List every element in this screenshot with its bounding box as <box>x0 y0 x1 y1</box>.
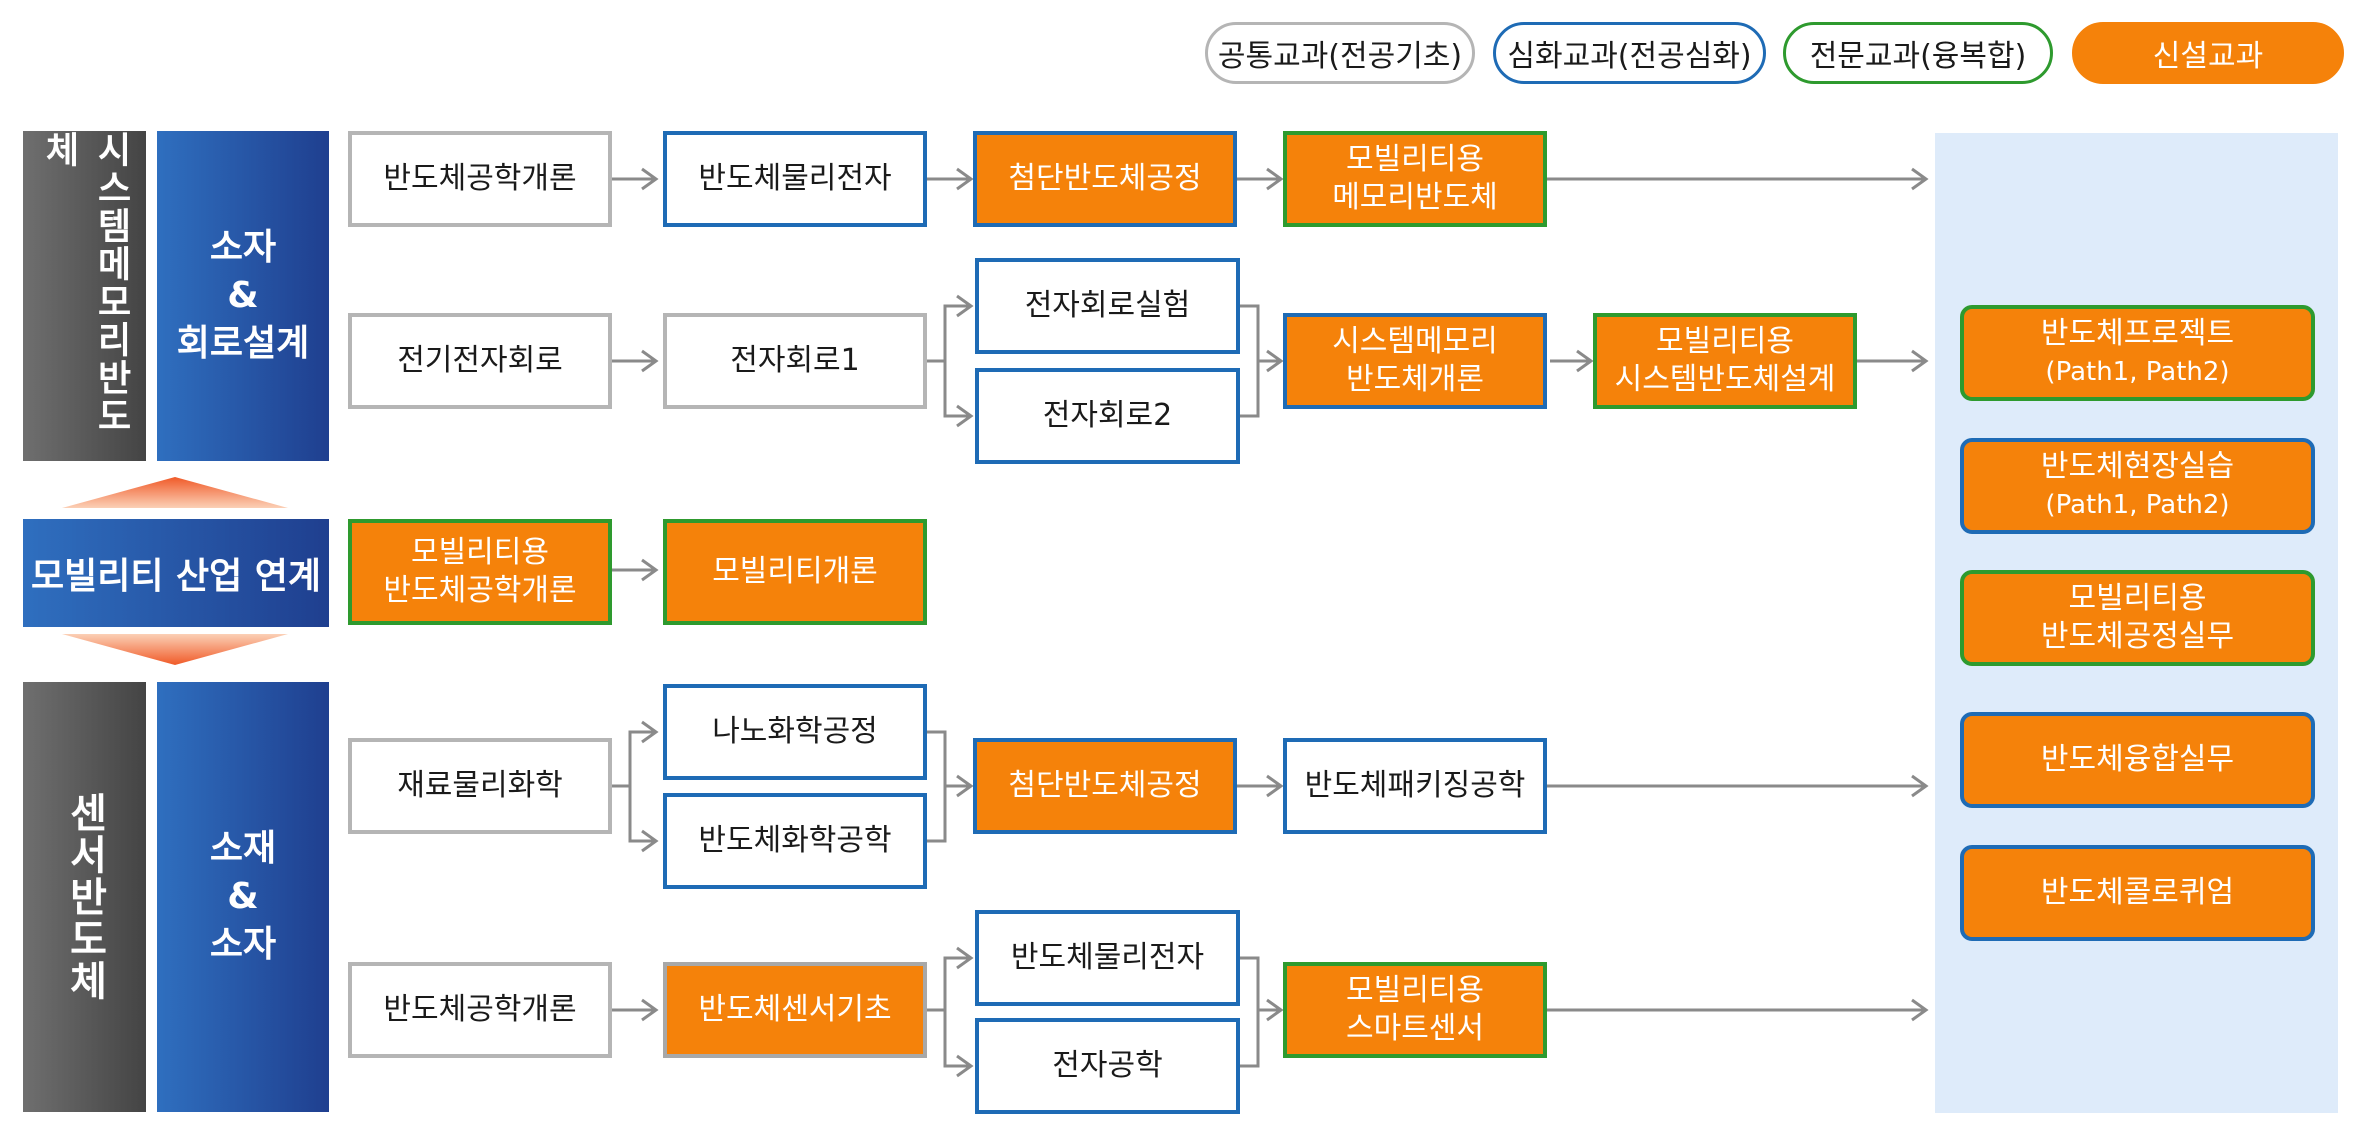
legend-new: 신설교과 <box>2072 22 2344 84</box>
capstone-box: 반도체콜로퀴엄 <box>1960 845 2315 941</box>
course-box: 반도체패키징공학 <box>1283 738 1547 834</box>
course-box: 모빌리티용 시스템반도체설계 <box>1593 313 1857 409</box>
capstone-title: 반도체콜로퀴엄 <box>2040 875 2235 910</box>
capstone-title: 반도체융합실무 <box>2040 742 2235 777</box>
capstone-title: 반도체프로젝트 <box>2040 316 2235 351</box>
course-box: 전자회로2 <box>975 368 1240 464</box>
course-box: 모빌리티용 메모리반도체 <box>1283 131 1547 227</box>
course-box: 시스템메모리 반도체개론 <box>1283 313 1547 409</box>
course-box: 반도체물리전자 <box>663 131 927 227</box>
course-box: 전기전자회로 <box>348 313 612 409</box>
area-line: 소재 <box>209 828 277 869</box>
area-line: & <box>227 275 259 316</box>
capstone-title: 모빌리티용 반도체공정실무 <box>2040 581 2235 654</box>
course-box: 반도체공학개론 <box>348 131 612 227</box>
track-system-memory: 시스템메모리반도체 <box>23 131 146 461</box>
legend-advanced: 심화교과(전공심화) <box>1493 22 1766 84</box>
course-box: 모빌리티개론 <box>663 519 927 625</box>
area-device-circuit: 소자 & 회로설계 <box>157 131 329 461</box>
down-arrow-icon <box>62 634 288 665</box>
course-box: 나노화학공정 <box>663 684 927 780</box>
capstone-sub: (Path1, Path2) <box>2045 357 2230 387</box>
course-box: 전자회로실험 <box>975 258 1240 354</box>
up-arrow-icon <box>62 477 288 508</box>
mobility-band: 모빌리티 산업 연계 <box>23 519 329 627</box>
course-box: 모빌리티용 반도체공학개론 <box>348 519 612 625</box>
course-box: 모빌리티용 스마트센서 <box>1283 962 1547 1058</box>
course-box: 전자공학 <box>975 1018 1240 1114</box>
area-material-device: 소재 & 소자 <box>157 682 329 1112</box>
capstone-box: 반도체프로젝트 (Path1, Path2) <box>1960 305 2315 401</box>
area-line: & <box>227 876 259 917</box>
legend-common: 공통교과(전공기초) <box>1205 22 1475 84</box>
capstone-title: 반도체현장실습 <box>2040 449 2235 484</box>
capstone-box: 반도체현장실습 (Path1, Path2) <box>1960 438 2315 534</box>
course-box: 반도체센서기초 <box>663 962 927 1058</box>
capstone-sub: (Path1, Path2) <box>2045 490 2230 520</box>
capstone-box: 모빌리티용 반도체공정실무 <box>1960 570 2315 666</box>
track-sensor: 센서반도체 <box>23 682 146 1112</box>
course-box: 첨단반도체공정 <box>973 131 1237 227</box>
area-line: 소자 <box>209 924 277 965</box>
course-box: 반도체물리전자 <box>975 910 1240 1006</box>
course-box: 반도체화학공학 <box>663 793 927 889</box>
course-box: 첨단반도체공정 <box>973 738 1237 834</box>
area-line: 소자 <box>209 227 277 268</box>
course-box: 재료물리화학 <box>348 738 612 834</box>
area-line: 회로설계 <box>176 323 310 364</box>
course-box: 반도체공학개론 <box>348 962 612 1058</box>
legend-professional: 전문교과(융복합) <box>1783 22 2053 84</box>
capstone-box: 반도체융합실무 <box>1960 712 2315 808</box>
course-box: 전자회로1 <box>663 313 927 409</box>
